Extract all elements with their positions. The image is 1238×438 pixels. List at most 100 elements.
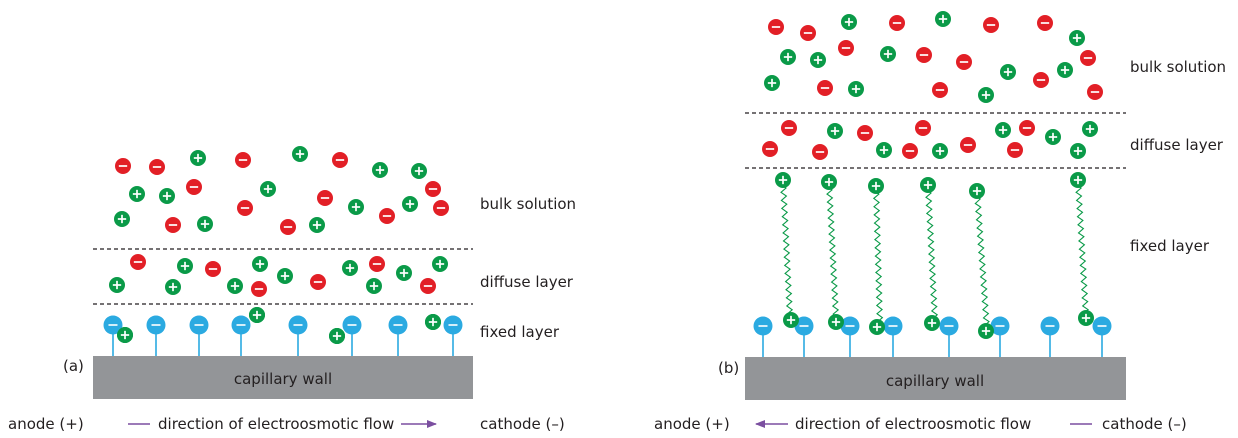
positive-ion [1045, 129, 1061, 145]
positive-ion [1000, 64, 1016, 80]
negative-ion [186, 179, 202, 195]
panel-a-flow-text: direction of electroosmotic flow [158, 415, 394, 433]
panel-a-surface-charges [103, 307, 463, 356]
positive-ion [165, 279, 181, 295]
positive-ion [425, 314, 441, 330]
negative-ion [379, 208, 395, 224]
negative-ion [857, 125, 873, 141]
positive-ion [932, 143, 948, 159]
panel-b-anode-label: anode (+) [654, 415, 730, 433]
negative-ion [425, 181, 441, 197]
surface-negative-charge [231, 315, 251, 356]
panel-a-bulk-label: bulk solution [480, 195, 576, 213]
panel-b-diffuse-label: diffuse layer [1130, 136, 1224, 154]
positive-ion [329, 328, 345, 344]
fixed-layer-chain [924, 184, 939, 324]
panel-a: capillary wall (a) bulk solution diffuse… [8, 146, 576, 433]
negative-ion [1033, 72, 1049, 88]
panel-a-diffuse-label: diffuse layer [480, 273, 574, 291]
positive-ion [869, 319, 885, 335]
positive-ion [348, 199, 364, 215]
negative-ion [1037, 15, 1053, 31]
negative-ion [280, 219, 296, 235]
negative-ion [165, 217, 181, 233]
positive-ion [995, 122, 1011, 138]
negative-ion [1080, 50, 1096, 66]
positive-ion [190, 150, 206, 166]
panel-b-bulk-label: bulk solution [1130, 58, 1226, 76]
positive-ion [780, 49, 796, 65]
surface-negative-charge [990, 316, 1010, 357]
surface-negative-charge [146, 315, 166, 356]
fixed-layer-chain [973, 190, 990, 331]
positive-ion [935, 11, 951, 27]
panel-a-anode-label: anode (+) [8, 415, 84, 433]
panel-b-flow-text: direction of electroosmotic flow [795, 415, 1031, 433]
surface-negative-charge [1092, 316, 1112, 357]
negative-ion [889, 15, 905, 31]
panel-b-ions [762, 11, 1103, 160]
panel-b-cathode-label: cathode (–) [1102, 415, 1187, 433]
negative-ion [915, 120, 931, 136]
positive-ion [924, 315, 940, 331]
negative-ion [205, 261, 221, 277]
positive-ion [821, 174, 837, 190]
panel-b-capillary-wall [745, 357, 1126, 400]
negative-ion [817, 80, 833, 96]
positive-ion [1078, 310, 1094, 326]
positive-ion [109, 277, 125, 293]
positive-ion [177, 258, 193, 274]
positive-ion [159, 188, 175, 204]
negative-ion [768, 19, 784, 35]
positive-ion [920, 177, 936, 193]
panel-a-fixed-label: fixed layer [480, 323, 560, 341]
positive-ion [366, 278, 382, 294]
positive-ion [848, 81, 864, 97]
positive-ion [1070, 143, 1086, 159]
positive-ion [978, 87, 994, 103]
panel-b-tag: (b) [718, 359, 739, 377]
positive-ion [402, 196, 418, 212]
fixed-layer-chain [1074, 179, 1089, 319]
negative-ion [956, 54, 972, 70]
negative-ion [317, 190, 333, 206]
positive-ion [841, 14, 857, 30]
positive-ion [764, 75, 780, 91]
positive-ion [411, 163, 427, 179]
negative-ion [1087, 84, 1103, 100]
positive-ion [252, 256, 268, 272]
negative-ion [1007, 142, 1023, 158]
surface-negative-charge [388, 315, 408, 356]
panel-b-fixed-label: fixed layer [1130, 237, 1210, 255]
positive-ion [1057, 62, 1073, 78]
positive-ion [978, 323, 994, 339]
surface-negative-charge [189, 315, 209, 356]
negative-ion [838, 40, 854, 56]
positive-ion [432, 256, 448, 272]
negative-ion [433, 200, 449, 216]
negative-ion [960, 137, 976, 153]
negative-ion [115, 158, 131, 174]
fixed-layer-chain [779, 179, 794, 319]
negative-ion [800, 25, 816, 41]
negative-ion [332, 152, 348, 168]
positive-ion [114, 211, 130, 227]
surface-negative-charge [840, 316, 860, 357]
fixed-layer-chain [825, 181, 840, 319]
negative-ion [983, 17, 999, 33]
positive-ion [876, 142, 892, 158]
positive-ion [969, 183, 985, 199]
positive-ion [1082, 121, 1098, 137]
positive-ion [260, 181, 276, 197]
surface-negative-charge [443, 315, 463, 356]
positive-ion [828, 314, 844, 330]
panel-b: capillary wall (b) bulk solution diffuse… [654, 11, 1226, 433]
positive-ion [197, 216, 213, 232]
surface-negative-charge [103, 315, 123, 356]
panel-a-ions [109, 146, 449, 344]
negative-ion [369, 256, 385, 272]
positive-ion [810, 52, 826, 68]
surface-negative-charge [753, 316, 773, 357]
positive-ion [129, 186, 145, 202]
